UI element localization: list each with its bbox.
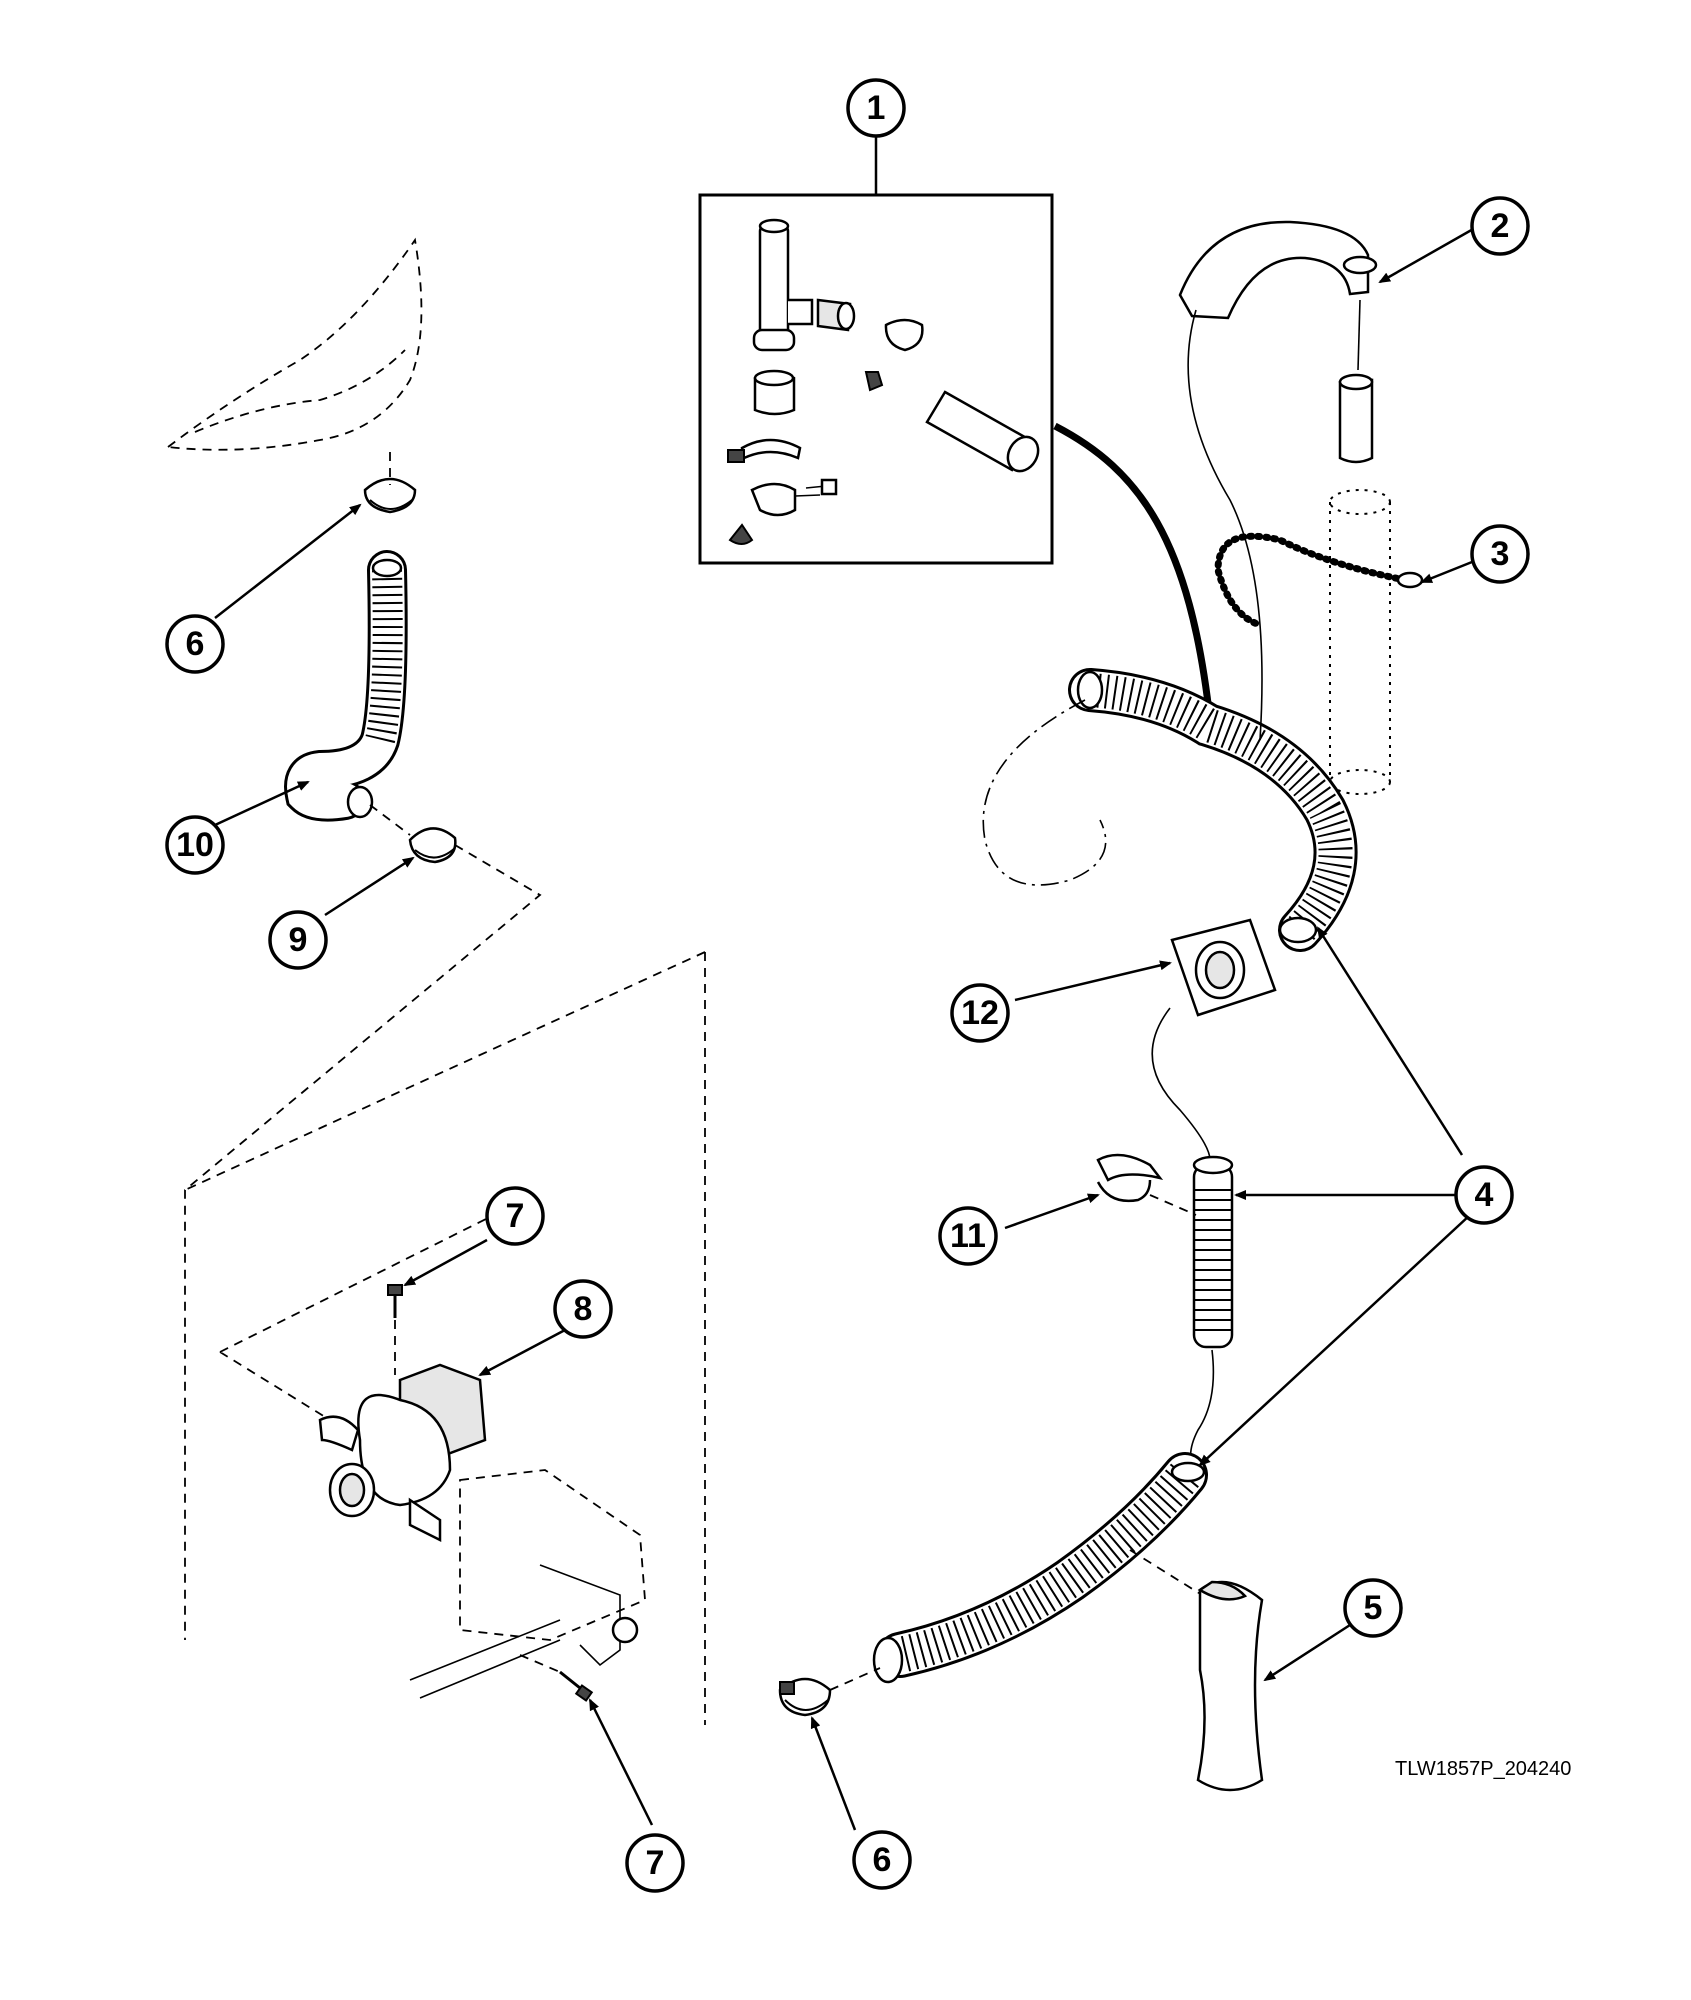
callout-2-label: 2	[1491, 207, 1510, 245]
coupling-and-clamps	[727, 318, 924, 545]
callout-5: 5	[1343, 1578, 1403, 1638]
callout-11-label: 11	[950, 1217, 986, 1255]
pump-clamp-part	[408, 827, 457, 864]
clip-dash-line	[1149, 1194, 1197, 1216]
leader-6-upper	[214, 503, 362, 619]
standpipe-tee-part	[752, 218, 856, 352]
callout-6-upper-label: 6	[186, 625, 205, 663]
leader-9	[324, 856, 415, 917]
callout-8-label: 8	[574, 1290, 593, 1328]
callout-10: 10	[165, 815, 225, 875]
hose-guide-part	[1178, 220, 1378, 464]
hose-clip-part	[1096, 1153, 1164, 1203]
callout-10-label: 10	[176, 826, 214, 864]
callout-12-label: 12	[961, 994, 999, 1032]
drain-pump-part	[318, 1363, 487, 1543]
hose-coupler-part	[1170, 918, 1277, 1017]
upper-clamp-part	[363, 477, 417, 514]
callout-3-label: 3	[1491, 535, 1510, 573]
leader-11	[1004, 1193, 1100, 1230]
kit-arrow	[1053, 422, 1214, 722]
floor-line	[409, 1619, 561, 1699]
callout-7-lower-label: 7	[646, 1844, 665, 1882]
callout-3: 3	[1470, 524, 1530, 584]
leader-10	[214, 780, 310, 827]
callout-8: 8	[553, 1279, 613, 1339]
hose-to-bracket-dash	[1129, 1549, 1211, 1601]
leader-4a	[1316, 926, 1464, 1156]
lower-clamp-part	[778, 1677, 832, 1717]
callout-4: 4	[1454, 1165, 1514, 1225]
guide-line-lower	[1189, 1349, 1215, 1471]
guide-line-coupler	[1151, 1007, 1211, 1161]
leader-7-lower	[588, 1698, 654, 1826]
callout-4-label: 4	[1475, 1176, 1494, 1214]
standpipe-outline	[1329, 489, 1391, 795]
callout-1: 1	[846, 78, 906, 138]
lower-screw-part	[559, 1670, 594, 1702]
callout-7-lower: 7	[625, 1833, 685, 1893]
hose-bracket-part	[1196, 1580, 1264, 1792]
callout-1-label: 1	[867, 89, 886, 127]
clamp-hose-dash	[829, 1667, 881, 1691]
callout-6-lower: 6	[852, 1830, 912, 1890]
leader-7-upper	[403, 1238, 488, 1287]
cabinet-outline	[184, 951, 706, 1725]
callout-6-lower-label: 6	[873, 1841, 892, 1879]
leader-6-lower	[810, 1716, 857, 1831]
callout-12: 12	[950, 983, 1010, 1043]
callout-7-upper-label: 7	[506, 1197, 525, 1235]
callout-9-label: 9	[289, 921, 308, 959]
lower-drain-hose-part	[872, 1452, 1208, 1684]
leader-2	[1378, 226, 1476, 284]
dash-dot-guide-upper	[982, 699, 1107, 886]
screw-dash-lower	[519, 1654, 561, 1673]
tub-outline	[165, 237, 423, 451]
guide-line-2	[1187, 309, 1263, 741]
hose-pump-dash	[184, 804, 542, 1640]
leader-8	[478, 1328, 566, 1377]
leader-3	[1420, 560, 1473, 584]
upper-screw-part	[387, 1284, 403, 1318]
callout-7-upper: 7	[485, 1186, 545, 1246]
drawing-code-label: TLW1857P_204240	[1395, 1758, 1572, 1780]
callout-5-label: 5	[1364, 1589, 1383, 1627]
callout-9: 9	[268, 910, 328, 970]
callout-6-upper: 6	[165, 614, 225, 674]
middle-drain-hose-part	[1192, 1155, 1234, 1349]
callout-11: 11	[938, 1206, 998, 1266]
hose-extension-part	[925, 390, 1040, 473]
leader-5	[1263, 1623, 1351, 1682]
upper-drain-hose-part	[1068, 668, 1358, 952]
callout-2: 2	[1470, 196, 1530, 256]
leader-4c	[1198, 1214, 1471, 1467]
leader-12	[1014, 960, 1172, 1002]
tub-outline-inner	[194, 349, 406, 433]
inlet-hose-part	[284, 550, 408, 822]
pump-mount-bracket	[459, 1469, 646, 1667]
